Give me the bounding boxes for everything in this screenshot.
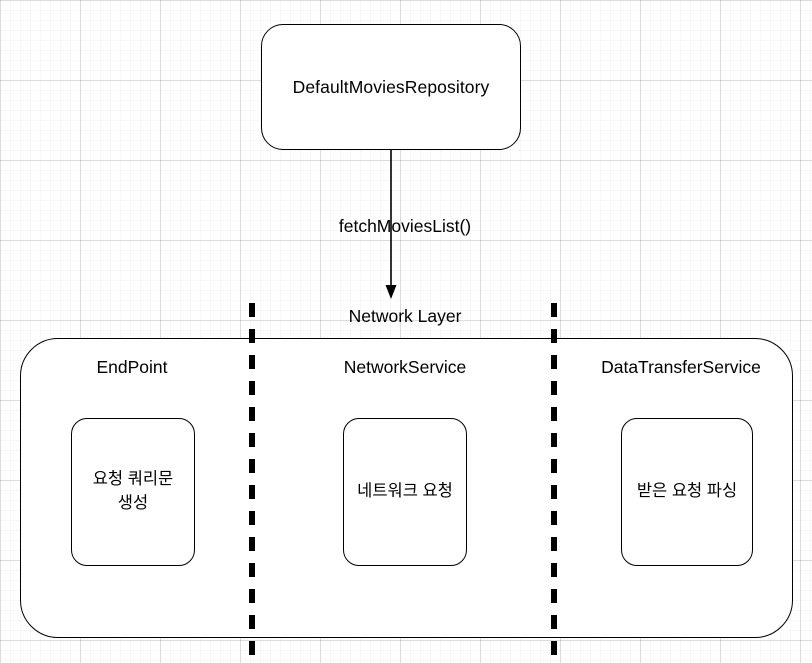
column-title-endpoint: EndPoint — [96, 357, 168, 377]
column-title-networkservice: NetworkService — [343, 357, 467, 377]
node-label-line1: 요청 쿼리문 — [92, 470, 174, 489]
node-datatransferservice-step[interactable]: 받은 요청 파싱 — [621, 418, 753, 566]
layer-title-network-layer: Network Layer — [348, 306, 462, 326]
node-networkservice-step[interactable]: 네트워크 요청 — [343, 418, 467, 566]
node-label-line2: 생성 — [117, 494, 149, 512]
node-endpoint-step[interactable]: 요청 쿼리문 생성 — [71, 418, 195, 566]
column-title-datatransferservice: DataTransferService — [601, 357, 761, 377]
dashed-divider-icon-1 — [249, 303, 255, 655]
node-label: 받은 요청 파싱 — [636, 482, 738, 501]
node-default-movies-repository[interactable]: DefaultMoviesRepository — [261, 24, 521, 150]
node-label: 네트워크 요청 — [357, 482, 453, 501]
node-label: DefaultMoviesRepository — [292, 76, 490, 97]
edge-label-fetch-movies-list: fetchMoviesList() — [338, 216, 472, 236]
node-label: 요청 쿼리문 생성 — [93, 468, 173, 516]
dashed-divider-icon-2 — [551, 303, 557, 655]
